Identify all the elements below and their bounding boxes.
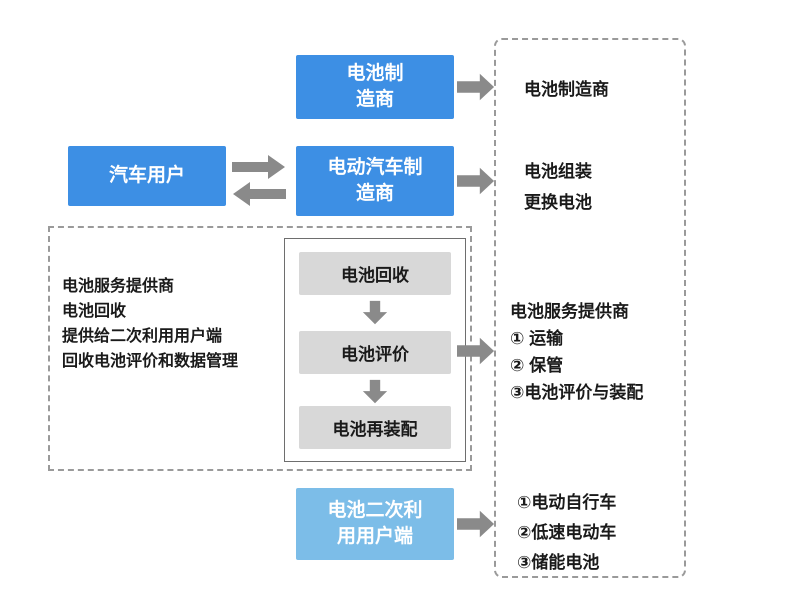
right-label-secondary: ①电动自行车 ②低速电动车 ③储能电池: [517, 493, 617, 572]
arrow-down-icon: [362, 299, 388, 327]
right-label-manufacturer: 电池制造商: [524, 80, 609, 99]
node-battery-manufacturer: 电池制 造商: [296, 55, 454, 119]
right-output-panel: [494, 38, 686, 578]
node-battery-reassembly: 电池再装配: [299, 406, 451, 449]
arrow-right-icon: [232, 155, 286, 179]
arrow-right-icon: [457, 72, 495, 102]
right-label-service: 电池服务提供商 ① 运输 ② 保管 ③电池评价与装配: [510, 302, 644, 402]
node-battery-evaluation: 电池评价: [299, 331, 451, 374]
service-provider-notes: 电池服务提供商 电池回收 提供给二次利用用户端 回收电池评价和数据管理: [62, 278, 239, 370]
arrow-right-icon: [457, 166, 495, 196]
right-label-assembly: 电池组装 更换电池: [524, 162, 592, 212]
arrow-right-icon: [457, 509, 495, 539]
arrow-down-icon: [362, 378, 388, 406]
node-battery-recycling: 电池回收: [299, 252, 451, 295]
arrow-right-icon: [457, 336, 495, 366]
node-ev-manufacturer: 电动汽车制 造商: [296, 146, 454, 216]
node-secondary-user: 电池二次利 用用户端: [296, 488, 454, 560]
node-car-user: 汽车用户: [68, 146, 226, 206]
arrow-left-icon: [232, 182, 286, 206]
